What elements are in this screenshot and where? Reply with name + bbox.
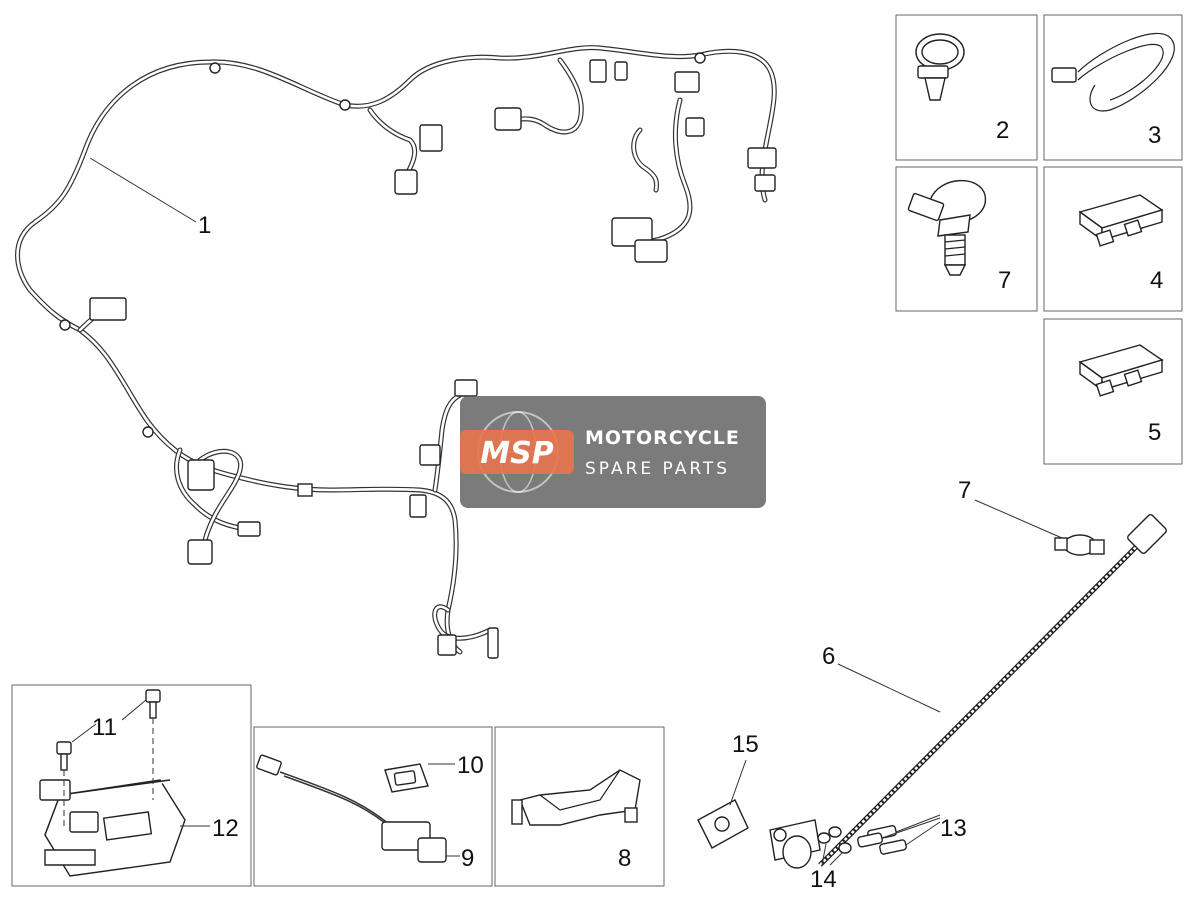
callout-14: 14 <box>810 866 837 893</box>
msp-logo <box>460 430 574 474</box>
part-box-5: 5 <box>1043 318 1183 465</box>
callout-10: 10 <box>457 752 484 779</box>
callout-6: 6 <box>822 643 835 670</box>
callout-12: 12 <box>212 815 239 842</box>
speed-sensor-6: 6 <box>769 514 1167 869</box>
callout-3: 3 <box>1148 122 1161 149</box>
watermark-title: MOTORCYCLE <box>585 427 740 449</box>
callout-1: 1 <box>198 212 211 239</box>
grommet-part-10 <box>384 763 429 793</box>
callout-2: 2 <box>996 117 1009 144</box>
callout-9: 9 <box>461 845 474 872</box>
callout-5: 5 <box>1148 419 1161 446</box>
callout-7-loose: 7 <box>958 477 971 504</box>
part-box-ecu-12: 11 12 <box>11 684 252 887</box>
cable-clip-part <box>915 33 965 101</box>
watermark-subtitle: SPARE PARTS <box>585 459 730 479</box>
watermark-background <box>460 396 766 508</box>
clip-screw-part <box>907 179 987 276</box>
callout-11: 11 <box>92 714 117 741</box>
sensor-cable-part-9 <box>256 754 447 863</box>
callout-8: 8 <box>618 845 631 872</box>
fuse-part-4 <box>1078 194 1164 247</box>
bracket-part-8 <box>511 769 641 826</box>
cable-tie-part <box>1051 32 1175 112</box>
part-box-8: 8 <box>494 726 665 887</box>
watermark-logo-text: MSP <box>480 436 553 471</box>
part-box-2: 2 <box>895 14 1038 161</box>
leader-line-1 <box>89 157 197 223</box>
callout-15: 15 <box>732 731 759 758</box>
part-box-4: 4 <box>1043 166 1183 312</box>
callout-7-box: 7 <box>998 267 1011 294</box>
screws-part-13: 13 <box>857 814 967 855</box>
loose-clip-7: 7 <box>958 477 1105 556</box>
callout-4: 4 <box>1150 267 1163 294</box>
ecu-module-part <box>39 779 186 877</box>
part-box-9: 9 10 <box>253 726 493 887</box>
watermark: MSP MOTORCYCLE SPARE PARTS <box>460 396 766 508</box>
bolts-part-11 <box>56 689 161 830</box>
gasket-part-15: 15 <box>697 731 759 849</box>
part-box-7: 7 <box>895 166 1038 312</box>
main-wiring-harness <box>15 45 777 659</box>
callout-13: 13 <box>940 815 967 842</box>
washers-part-14: 14 <box>810 826 852 893</box>
part-box-3: 3 <box>1043 14 1183 161</box>
fuse-part-5 <box>1078 344 1164 397</box>
